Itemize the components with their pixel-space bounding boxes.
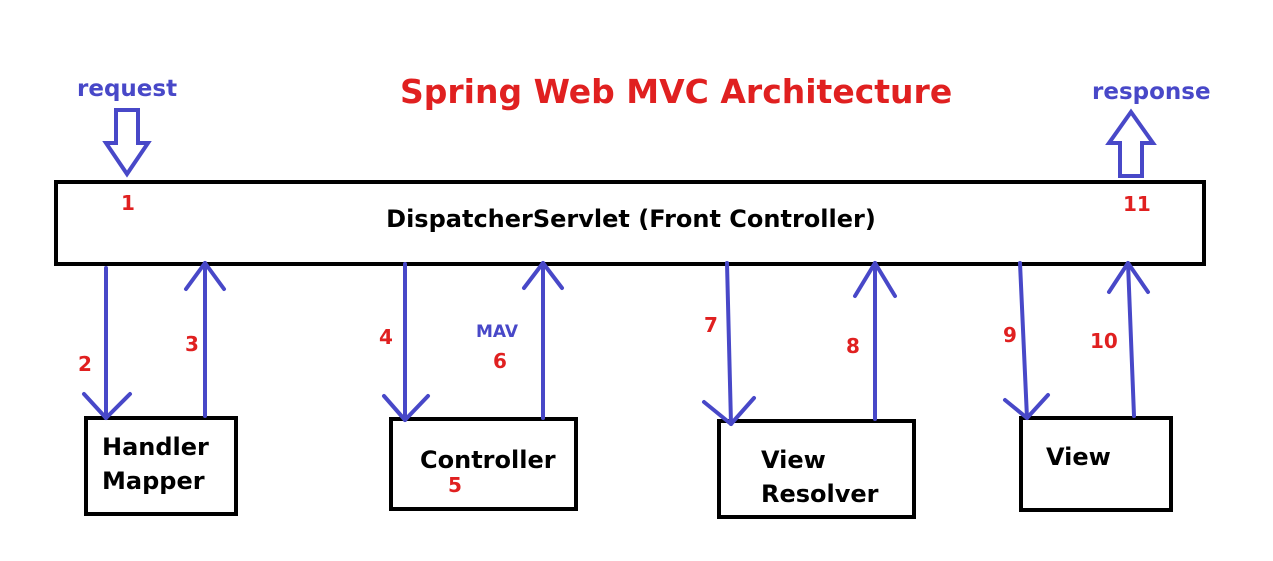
mav-label: MAV (476, 322, 519, 342)
step-number-3: 3 (185, 332, 199, 356)
step-number-1: 1 (121, 191, 135, 215)
front-controller-label: DispatcherServlet (Front Controller) (386, 205, 876, 233)
step-number-9: 9 (1003, 323, 1017, 347)
step-number-4: 4 (379, 325, 393, 349)
response-label: response (1092, 79, 1211, 105)
arrow-step-2 (82, 266, 132, 420)
view-label: View (1046, 443, 1111, 471)
step-number-11: 11 (1123, 192, 1151, 216)
handler-mapper-label: Handler Mapper (102, 430, 209, 498)
arrow-step-8 (853, 261, 897, 421)
front-controller-box (54, 180, 1206, 266)
controller-box (389, 417, 578, 511)
arrow-step-6 (522, 261, 564, 420)
arrow-step-7 (702, 261, 756, 426)
handler-mapper-line-2: Mapper (102, 467, 205, 495)
step-number-5: 5 (448, 473, 462, 497)
arrow-step-3 (184, 261, 226, 418)
handler-mapper-box (84, 416, 238, 516)
response-arrow (1105, 108, 1157, 178)
controller-label: Controller (420, 446, 556, 474)
request-label: request (77, 76, 178, 102)
request-arrow (102, 108, 152, 178)
step-number-2: 2 (78, 352, 92, 376)
handler-mapper-line-1: Handler (102, 433, 209, 461)
arrow-step-9 (1003, 261, 1050, 420)
arrow-step-10 (1107, 261, 1150, 418)
step-number-6: 6 (493, 349, 507, 373)
step-number-8: 8 (846, 334, 860, 358)
view-resolver-line-1: View (761, 446, 826, 474)
view-resolver-box (717, 419, 916, 519)
step-number-7: 7 (704, 313, 718, 337)
diagram-title: Spring Web MVC Architecture (400, 72, 953, 111)
view-resolver-line-2: Resolver (761, 480, 879, 508)
step-number-10: 10 (1090, 329, 1118, 353)
view-box (1019, 416, 1173, 512)
arrow-step-4 (382, 262, 430, 422)
view-resolver-label: View Resolver (761, 443, 879, 511)
